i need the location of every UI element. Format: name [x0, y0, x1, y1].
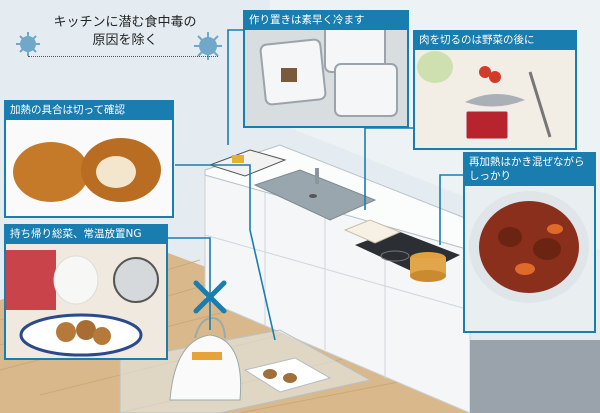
- plastic-bag: [169, 334, 242, 401]
- virus-icon: [16, 32, 40, 56]
- label-cut-meat-after: 肉を切るのは野菜の後に: [413, 30, 577, 50]
- fridge: [470, 340, 600, 413]
- diagram-title: キッチンに潜む食中毒の 原因を除く: [36, 14, 214, 50]
- photo-takeout-food: [4, 238, 168, 360]
- containers-image: [245, 12, 407, 126]
- virus-icon: [194, 32, 222, 60]
- title-line-2: 原因を除く: [92, 33, 158, 48]
- takeout-image: [6, 240, 166, 358]
- photo-fried-chicken: [4, 118, 174, 218]
- photo-cutting-meat: [413, 30, 577, 150]
- cross-mark-icon: [193, 280, 227, 314]
- photo-storage-containers: [243, 10, 409, 128]
- label-check-heat: 加熱の具合は切って確認: [4, 100, 174, 120]
- fried-chicken-image: [6, 120, 172, 216]
- label-reheat-stir: 再加熱はかき混ぜながらしっかり: [463, 152, 596, 186]
- stew-image: [465, 177, 594, 331]
- photo-stew-pot: [463, 175, 596, 333]
- title-underline: [28, 56, 218, 57]
- label-cool-quickly: 作り置きは素早く冷ます: [243, 10, 409, 30]
- label-takeout-ng: 持ち帰り総菜、常温放置NG: [4, 224, 168, 244]
- meat-fish-image: [415, 32, 575, 148]
- title-line-1: キッチンに潜む食中毒の: [53, 15, 197, 30]
